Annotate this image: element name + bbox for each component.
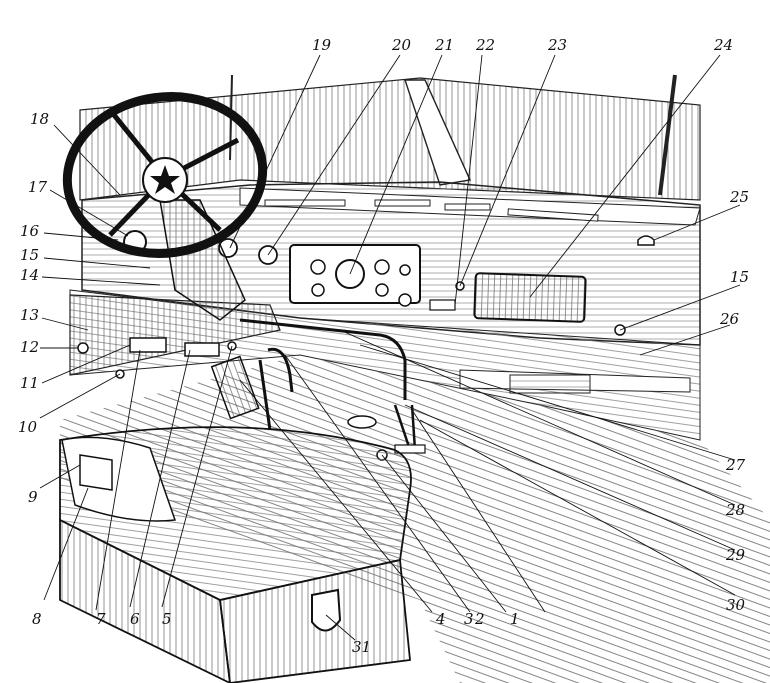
controls: [210, 318, 426, 461]
callout-24: 24: [714, 36, 734, 54]
callout-5: 5: [162, 610, 172, 628]
callout-28: 28: [726, 501, 746, 519]
callout-18: 18: [30, 110, 50, 128]
callout-11: 11: [20, 374, 40, 392]
callout-27: 27: [726, 456, 746, 474]
callout-22: 22: [476, 36, 496, 54]
callout-3: 3: [464, 610, 474, 628]
callout-13: 13: [20, 306, 40, 324]
callout-23: 23: [548, 36, 568, 54]
lower-panel: [69, 289, 701, 441]
callout-19: 19: [312, 36, 332, 54]
callout-29: 29: [726, 546, 746, 564]
callout-1: 1: [510, 610, 520, 628]
callout-15-left: 15: [20, 246, 40, 264]
callout-25: 25: [730, 188, 750, 206]
steering-column: [62, 92, 268, 321]
callout-17: 17: [28, 178, 48, 196]
callout-12: 12: [20, 338, 40, 356]
callout-15-right: 15: [730, 268, 750, 286]
callout-21: 21: [435, 36, 455, 54]
callout-6: 6: [130, 610, 140, 628]
callout-26: 26: [720, 310, 740, 328]
callout-9: 9: [28, 488, 38, 506]
callout-4: 4: [436, 610, 446, 628]
callout-8: 8: [32, 610, 42, 628]
seat-box: [59, 426, 412, 683]
leader-lines: [39, 54, 741, 641]
callout-10: 10: [18, 418, 38, 436]
callout-7: 7: [96, 610, 106, 628]
callout-20: 20: [392, 36, 412, 54]
callout-14: 14: [20, 266, 40, 284]
callout-30: 30: [726, 596, 746, 614]
windshield: [79, 74, 701, 201]
callout-31: 31: [352, 638, 372, 656]
callout-2: 2: [475, 610, 485, 628]
callout-16: 16: [20, 222, 40, 240]
